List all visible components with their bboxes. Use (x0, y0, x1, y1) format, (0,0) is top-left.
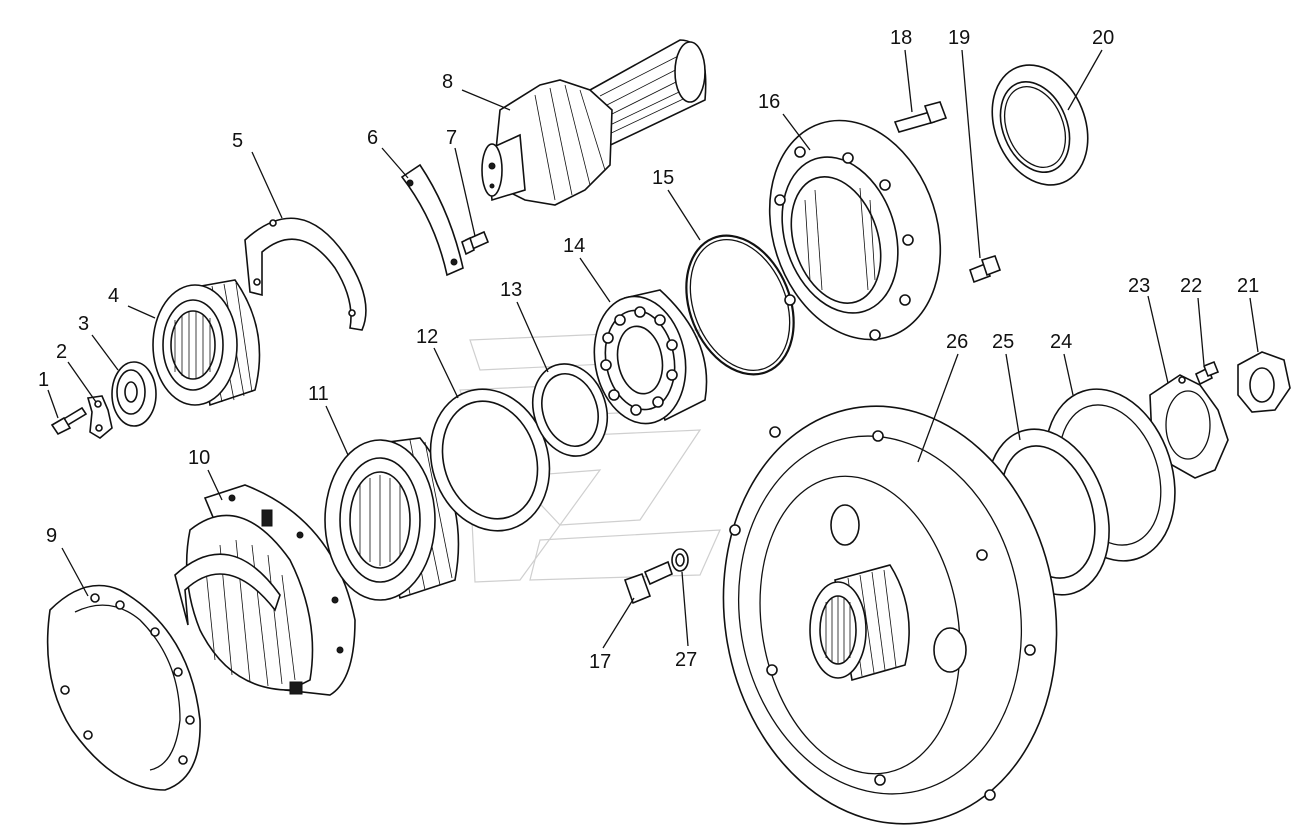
label-part-19: 19 (948, 27, 970, 49)
label-part-6: 6 (367, 127, 378, 149)
label-part-15: 15 (652, 167, 674, 189)
label-part-14: 14 (563, 235, 585, 257)
label-part-12: 12 (416, 326, 438, 348)
label-part-26: 26 (946, 331, 968, 353)
label-part-4: 4 (108, 285, 119, 307)
part-13-washer (532, 363, 608, 457)
part-17-bolt (623, 560, 673, 605)
label-part-11: 11 (308, 383, 329, 405)
part-5-half-ring-shim (244, 217, 367, 331)
label-part-27: 27 (675, 649, 697, 671)
label-part-2: 2 (56, 341, 67, 363)
label-part-3: 3 (78, 313, 89, 335)
label-part-22: 22 (1180, 275, 1202, 297)
part-12-flat-ring (429, 388, 551, 532)
part-15-o-ring (685, 234, 795, 376)
part-6-lock-strip (400, 163, 464, 277)
label-part-13: 13 (500, 279, 522, 301)
part-2-lock-plate (86, 395, 113, 439)
part-18-bolt (893, 101, 948, 133)
part-19-bolt (969, 255, 1002, 284)
part-16-flange-cover (768, 119, 942, 341)
part-8-gear-shaft (481, 39, 707, 206)
label-part-20: 20 (1092, 27, 1114, 49)
part-20-oil-seal (991, 64, 1089, 186)
label-part-17: 17 (589, 651, 611, 673)
part-26-hub-flange (722, 405, 1058, 825)
leader-lines (47, 49, 1259, 649)
part-1-bolt (50, 406, 88, 436)
part-21-nut (1237, 351, 1291, 413)
part-7-screw (461, 230, 490, 256)
label-part-9: 9 (46, 525, 57, 547)
part-9-gasket (46, 584, 201, 791)
part-10-bearing-housing (174, 484, 356, 696)
part-3-cap (111, 361, 157, 427)
label-part-1: 1 (38, 369, 49, 391)
part-22-screw (1194, 360, 1220, 386)
label-part-16: 16 (758, 91, 780, 113)
label-part-23: 23 (1128, 275, 1150, 297)
part-labels: 1 2 3 4 5 6 7 8 9 10 11 12 13 14 15 16 1… (38, 27, 1259, 673)
label-part-5: 5 (232, 130, 243, 152)
part-4-roller-bearing (152, 279, 261, 407)
part-27-spring-washer (671, 548, 689, 572)
label-part-10: 10 (188, 447, 210, 469)
label-part-25: 25 (992, 331, 1014, 353)
label-part-18: 18 (890, 27, 912, 49)
label-part-24: 24 (1050, 331, 1072, 353)
label-part-7: 7 (446, 127, 457, 149)
label-part-8: 8 (442, 71, 453, 93)
part-14-ball-bearing (593, 289, 708, 425)
label-part-21: 21 (1237, 275, 1259, 297)
